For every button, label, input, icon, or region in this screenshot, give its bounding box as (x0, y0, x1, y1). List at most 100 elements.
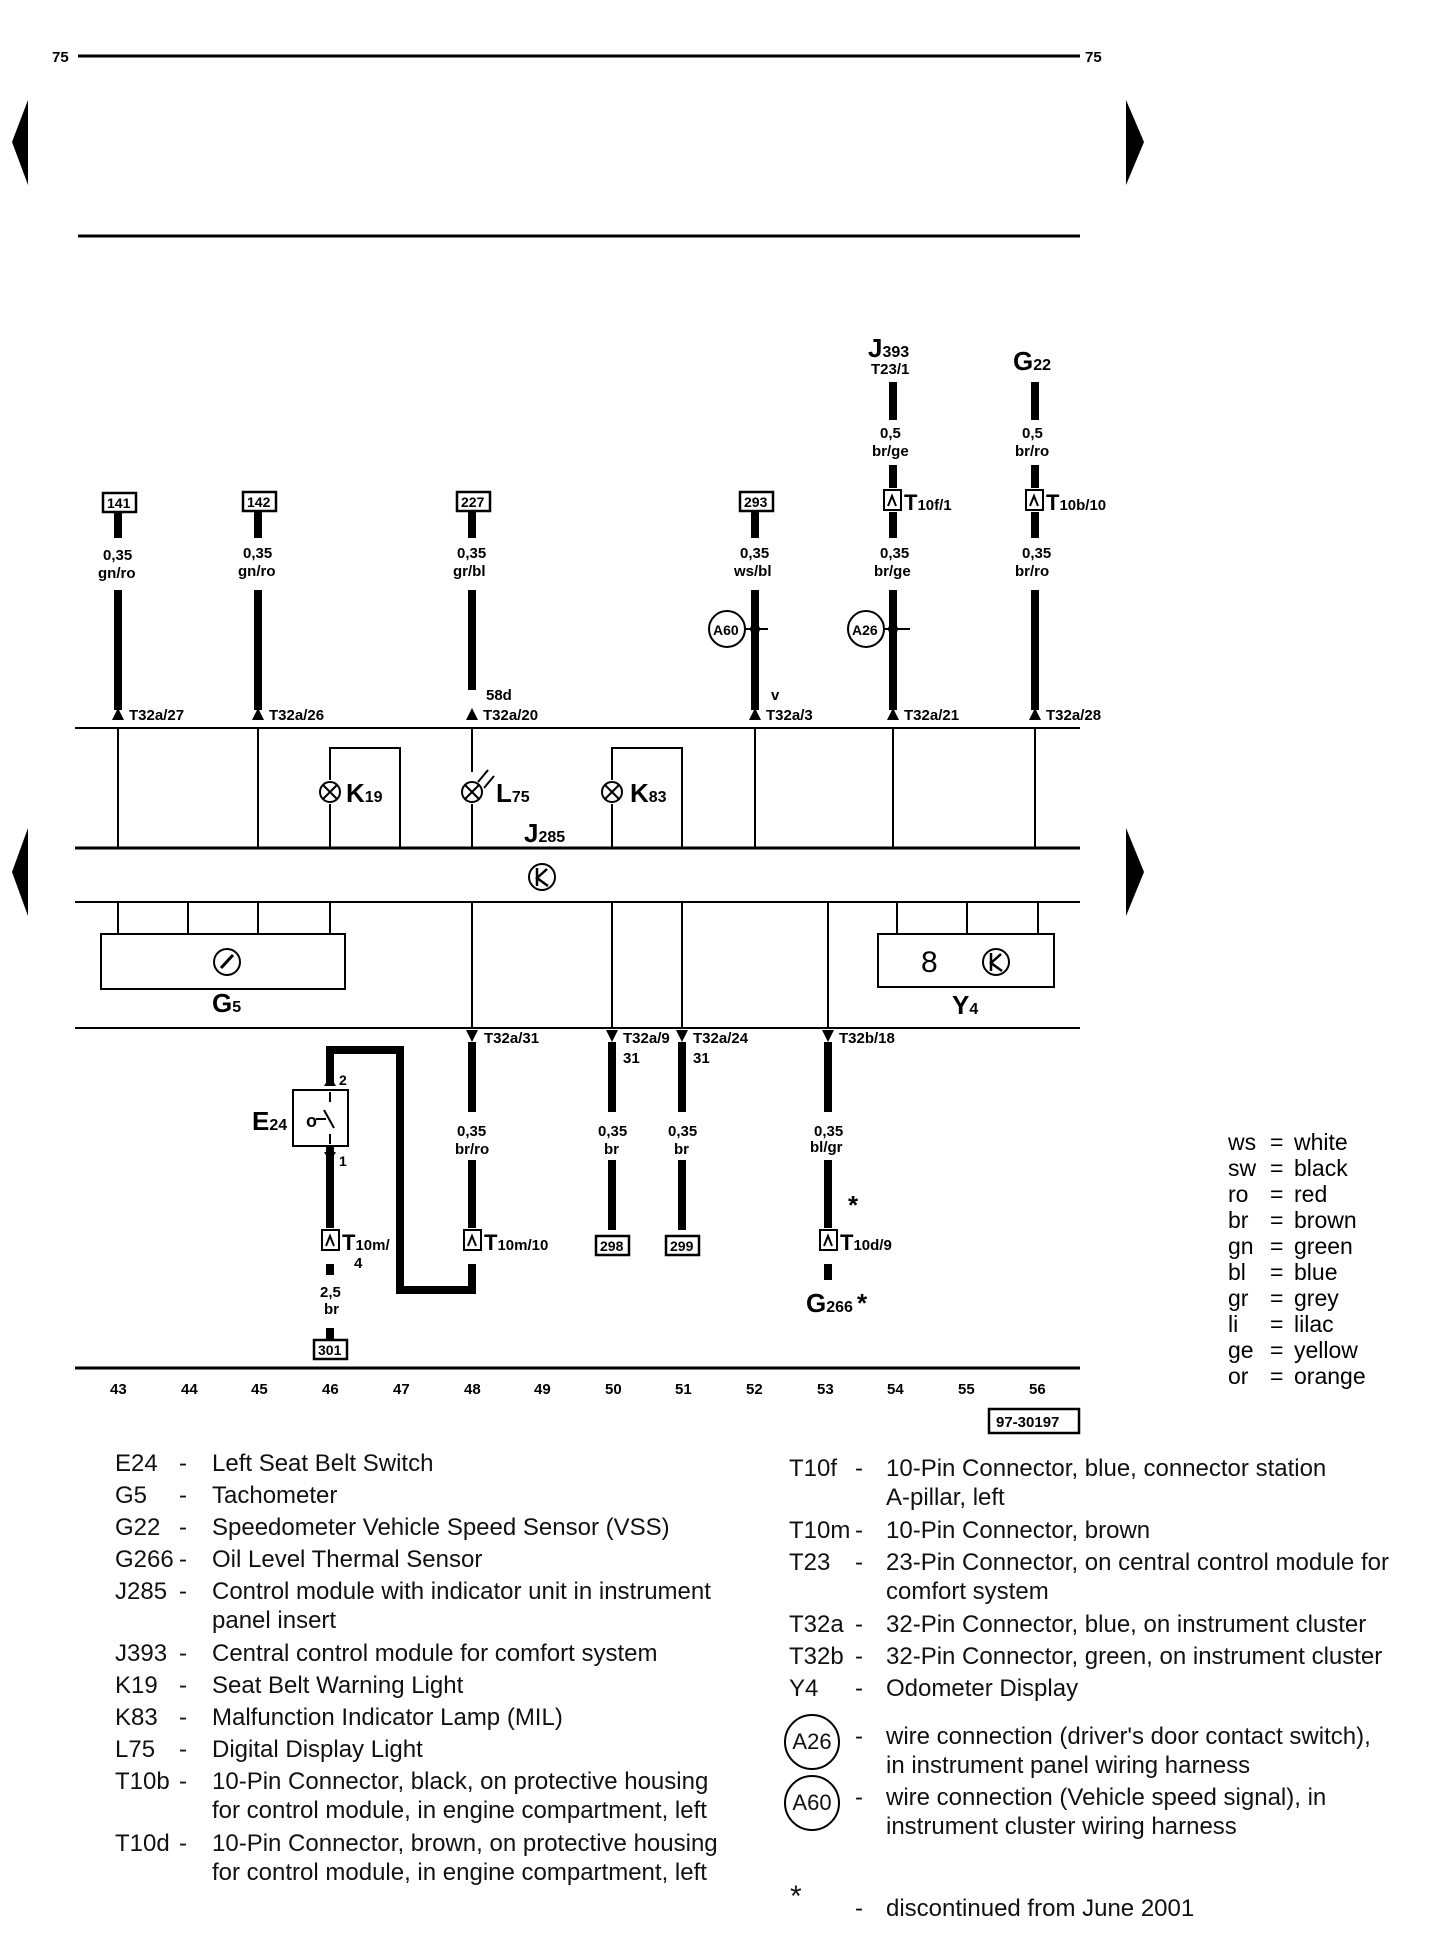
svg-text:53: 53 (817, 1381, 834, 1398)
svg-text:0,35: 0,35 (243, 545, 272, 562)
svg-text:E24: E24 (252, 1106, 287, 1136)
svg-text:K19: K19 (346, 778, 383, 808)
t23-pin: T23/1 (871, 361, 909, 378)
j393-color: br/ge (872, 443, 909, 460)
j285-label: J285 (524, 818, 565, 848)
control-unit-k-icon (528, 863, 556, 891)
svg-text:0,35: 0,35 (103, 547, 132, 564)
upper-pin-arrows (112, 708, 1041, 720)
g266-label: G266* (806, 1288, 868, 1318)
next-page-arrow-mid[interactable] (1126, 828, 1144, 916)
svg-text:T32a/21: T32a/21 (904, 707, 959, 724)
lower-pin-labels: T32a/31 T32a/9 31 T32a/24 31 T32b/18 (484, 1030, 895, 1067)
legend-symbols: A26 - wire connection (driver's door con… (784, 1714, 1424, 1932)
svg-text:56: 56 (1029, 1381, 1046, 1398)
j393-label: J393 (868, 333, 909, 363)
j393-gauge: 0,5 (880, 425, 901, 442)
top-wires (114, 382, 1039, 710)
legend-left: E24-Left Seat Belt Switch G5-Tachometer … (115, 1450, 718, 1886)
upper-pin-labels: T32a/27 T32a/26 T32a/20 T32a/3 T32a/21 T… (129, 707, 1101, 724)
prev-page-arrow-mid[interactable] (12, 828, 28, 916)
svg-text:A26: A26 (852, 622, 878, 638)
asterisk-icon: * (790, 1880, 802, 1913)
svg-text:br/ro: br/ro (1015, 563, 1049, 580)
legend-right: T10f-10-Pin Connector, blue, connector s… (789, 1455, 1389, 1702)
svg-text:T10f/1: T10f/1 (904, 490, 952, 515)
connector-t10d-9: T10d/9 (819, 1229, 892, 1255)
next-page-arrow-top[interactable] (1126, 100, 1144, 185)
lower-wires (326, 1042, 832, 1340)
wire-connection-a60-icon: A60 (784, 1775, 840, 1831)
svg-text:br: br (674, 1141, 689, 1158)
svg-text:142: 142 (247, 494, 271, 510)
svg-text:0,35: 0,35 (598, 1123, 627, 1140)
svg-text:T32a/9: T32a/9 (623, 1030, 670, 1047)
svg-text:0,35: 0,35 (457, 1123, 486, 1140)
svg-text:T32a/24: T32a/24 (693, 1030, 749, 1047)
svg-text:31: 31 (693, 1050, 710, 1067)
ref-box-298: 298 (594, 1234, 631, 1257)
wire-connection-a26-icon: A26 (784, 1714, 840, 1770)
svg-text:58d: 58d (486, 687, 512, 704)
svg-text:A60: A60 (713, 622, 739, 638)
svg-text:T32a/27: T32a/27 (129, 707, 184, 724)
svg-text:301: 301 (318, 1342, 342, 1358)
svg-text:T32a/3: T32a/3 (766, 707, 813, 724)
ref-box-141: 141 (101, 491, 138, 514)
connector-t10m-10: T10m/10 (463, 1229, 548, 1255)
svg-text:54: 54 (887, 1381, 904, 1398)
tachometer-g5: G5 (100, 933, 346, 1018)
lower-pin-arrows (466, 1030, 834, 1042)
star-mark: * (848, 1190, 859, 1220)
svg-text:gn/ro: gn/ro (98, 565, 136, 582)
svg-text:gr/bl: gr/bl (453, 563, 486, 580)
g22-label: G22 (1013, 346, 1051, 376)
svg-text:46: 46 (322, 1381, 339, 1398)
connector-t10f: T10f/1 (883, 489, 952, 515)
ref-box-299: 299 (664, 1234, 701, 1257)
connector-t10b: T10b/10 (1025, 489, 1106, 515)
svg-text:0,35: 0,35 (457, 545, 486, 562)
svg-text:T32a/26: T32a/26 (269, 707, 324, 724)
svg-text:43: 43 (110, 1381, 127, 1398)
svg-text:br: br (324, 1301, 339, 1318)
switch-pin-arrows (324, 1076, 336, 1162)
wire-connection-a60: A60 (708, 610, 768, 648)
svg-text:T10b/10: T10b/10 (1046, 490, 1106, 515)
svg-text:1: 1 (339, 1153, 347, 1169)
svg-text:47: 47 (393, 1381, 410, 1398)
lamp-l75: L75 (461, 769, 530, 808)
svg-text:55: 55 (958, 1381, 975, 1398)
svg-text:0,35: 0,35 (880, 545, 909, 562)
svg-text:o: o (306, 1111, 317, 1131)
odometer-display-y4: 8 Y4 (877, 933, 1055, 1020)
svg-text:ws/bl: ws/bl (733, 563, 772, 580)
page-number-left: 75 (52, 49, 69, 66)
wire-connection-a26: A26 (847, 610, 910, 648)
control-module-j285 (75, 727, 1080, 1029)
svg-text:bl/gr: bl/gr (810, 1139, 843, 1156)
svg-text:0,35: 0,35 (814, 1123, 843, 1140)
svg-text:0,35: 0,35 (740, 545, 769, 562)
svg-text:141: 141 (107, 495, 131, 511)
page-number-right: 75 (1085, 49, 1102, 66)
svg-text:298: 298 (600, 1238, 624, 1254)
svg-text:4: 4 (354, 1255, 363, 1272)
drawing-reference: 97-30197 (987, 1407, 1081, 1435)
svg-text:v: v (771, 687, 780, 704)
ref-box-142: 142 (241, 490, 278, 513)
ref-box-227: 227 (455, 490, 492, 513)
seat-belt-switch-e24: o 2 1 E24 (252, 1072, 349, 1169)
svg-text:G5: G5 (212, 988, 241, 1018)
svg-text:Y4: Y4 (952, 990, 978, 1020)
lamp-k83: K83 (601, 778, 667, 808)
lower-wire-labels: 0,35 br/ro 0,35 br 0,35 br 0,35 bl/gr 2,… (320, 1123, 843, 1318)
svg-text:gn/ro: gn/ro (238, 563, 276, 580)
ref-box-293: 293 (738, 490, 775, 513)
svg-text:51: 51 (675, 1381, 692, 1398)
gauge-icon (213, 948, 241, 976)
track-numbers: 43 44 45 46 47 48 49 50 51 52 53 54 55 5… (110, 1381, 1046, 1398)
prev-page-arrow-top[interactable] (12, 100, 28, 185)
ref-box-301: 301 (312, 1338, 349, 1361)
digit-display-icon: 8 (921, 946, 938, 979)
